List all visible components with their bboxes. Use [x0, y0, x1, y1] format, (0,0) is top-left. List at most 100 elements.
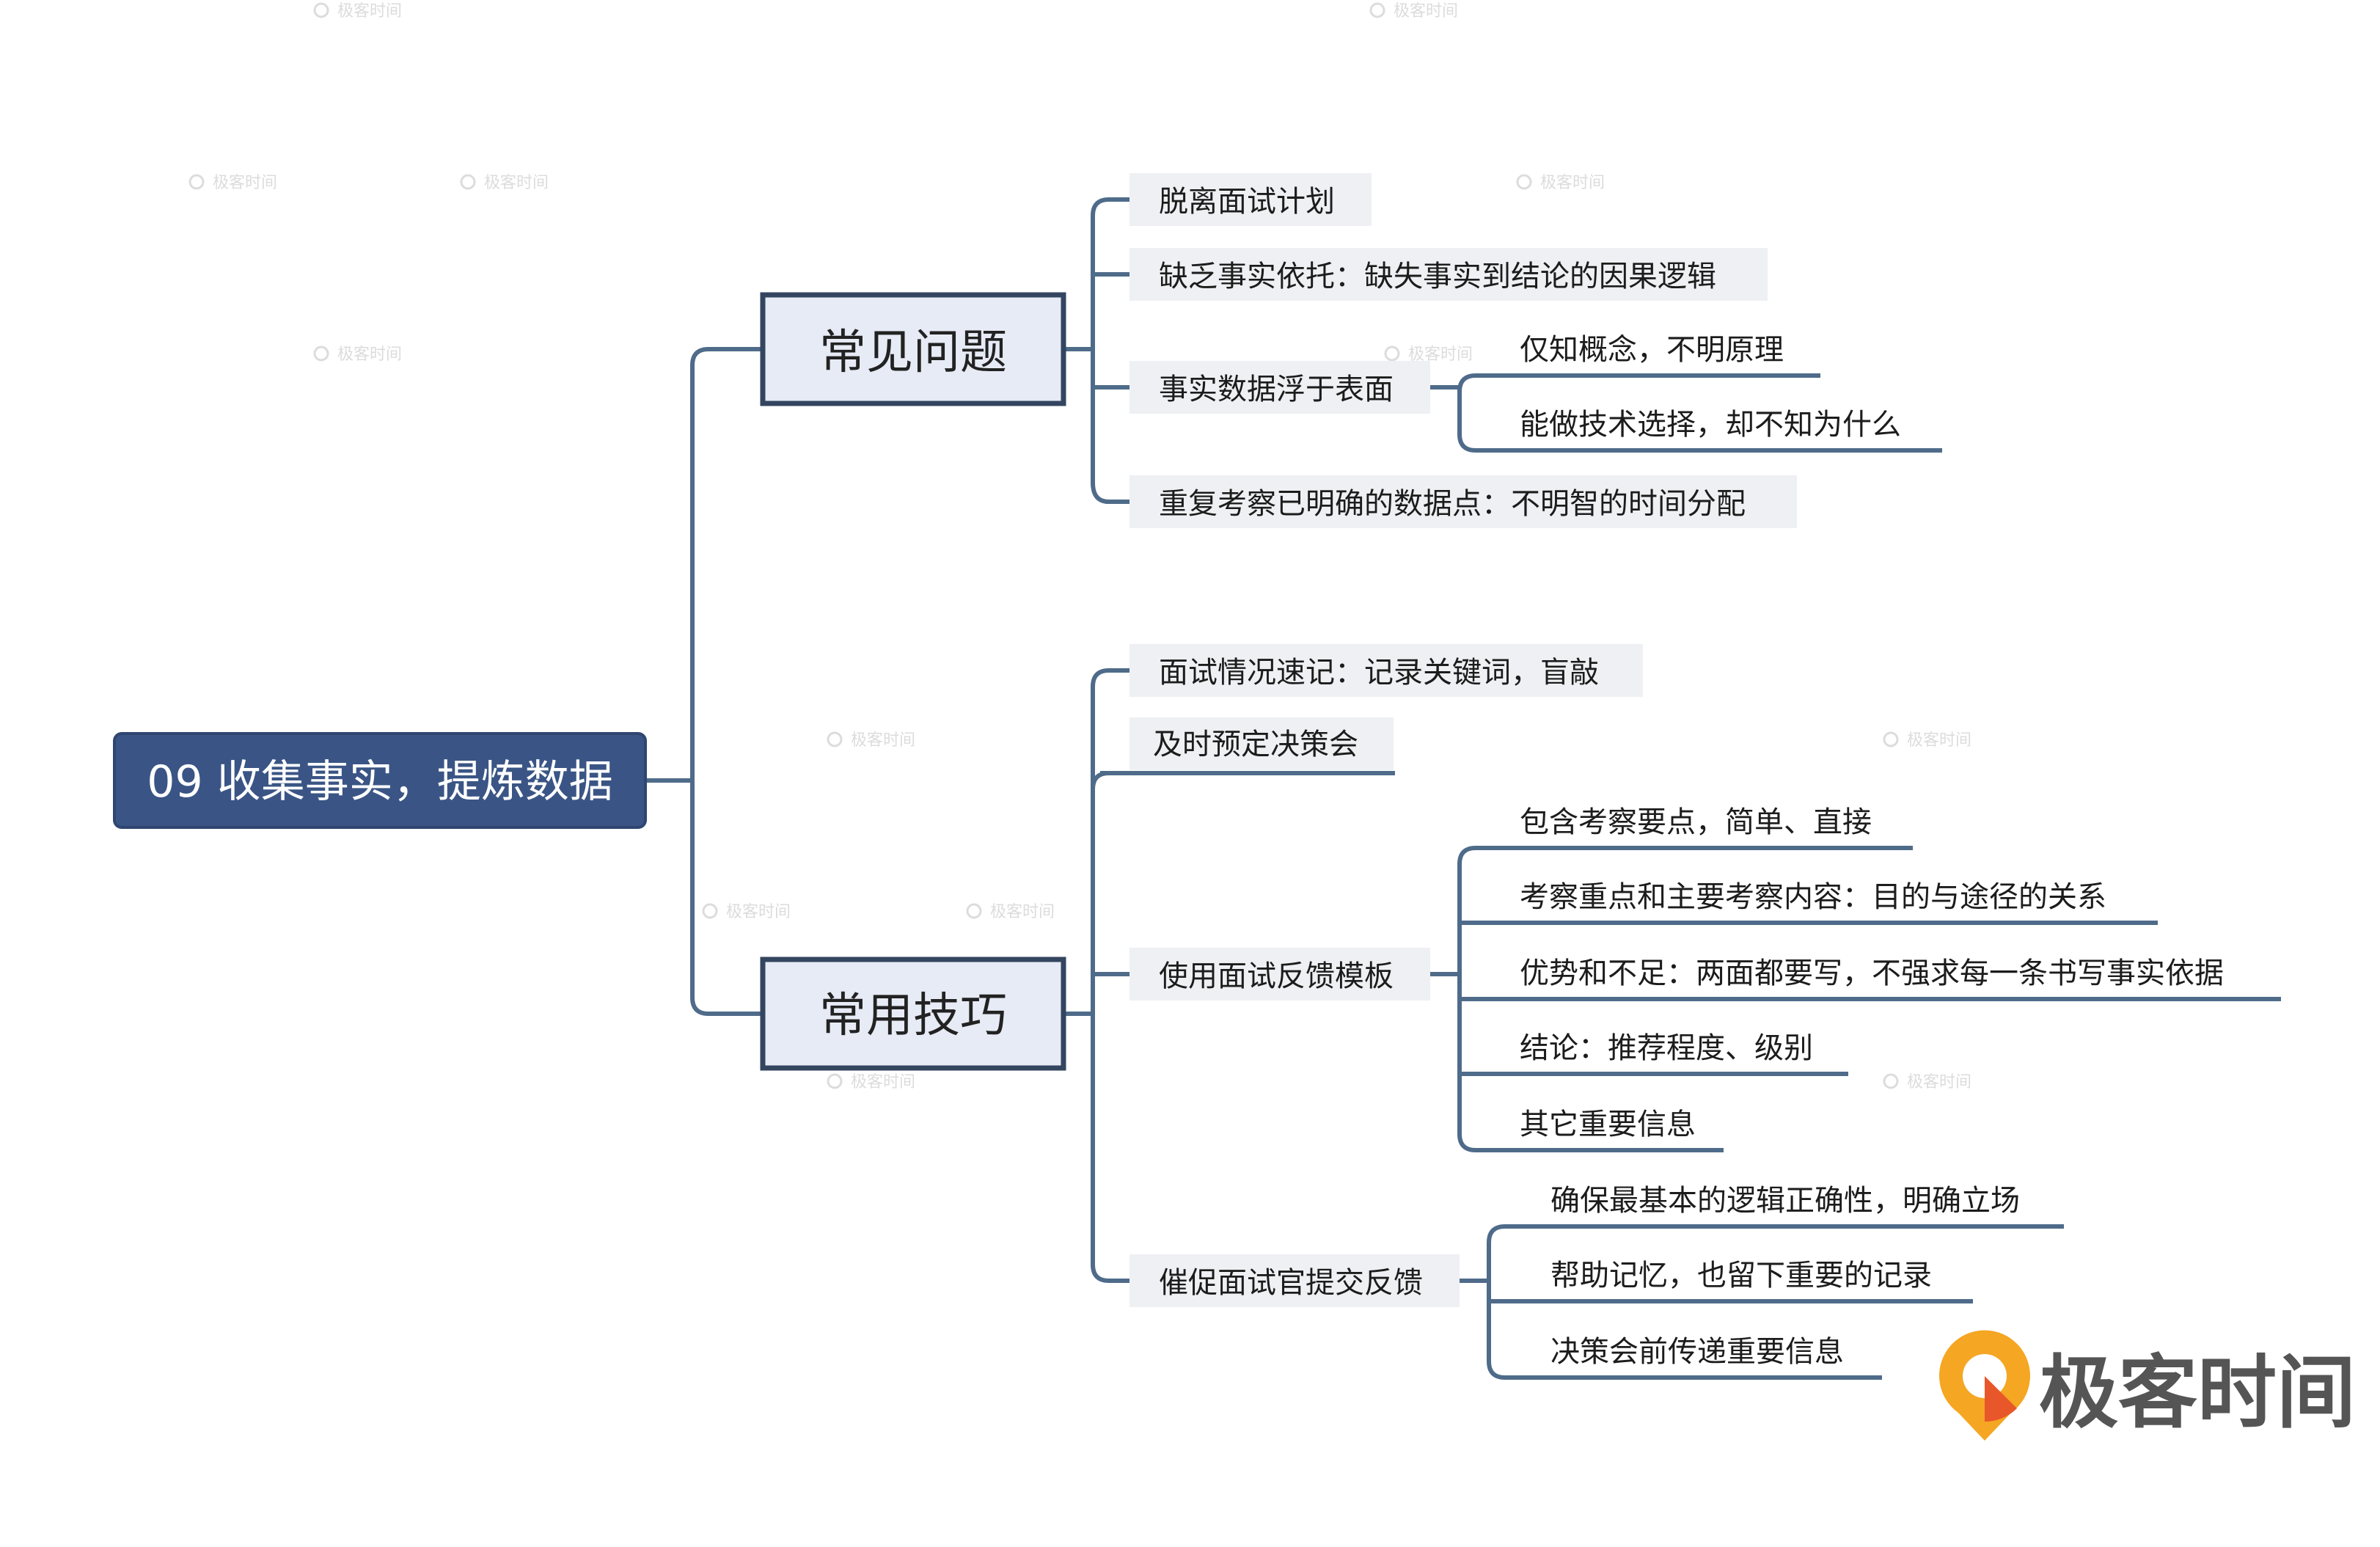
leaf-label: 考察重点和主要考察内容：目的与途径的关系: [1520, 880, 2106, 914]
watermark: 极客时间: [1384, 345, 1473, 364]
topic-label: 使用面试反馈模板: [1159, 959, 1394, 993]
branch-label: 常见问题: [819, 326, 1007, 380]
connector-line: [1091, 771, 1110, 790]
leaf-node[interactable]: 其它重要信息: [1489, 1108, 1724, 1152]
watermark: 极客时间: [313, 2, 402, 21]
watermark: 极客时间: [1369, 2, 1458, 21]
leaf-label: 帮助记忆，也留下重要的记录: [1550, 1259, 1932, 1292]
watermark: 极客时间: [827, 731, 915, 750]
watermark: 极客时间: [966, 903, 1055, 921]
watermark-text: 极客时间: [1907, 1073, 1971, 1091]
watermarks: 极客时间极客时间极客时间极客时间极客时间极客时间极客时间极客时间极客时间极客时间…: [188, 2, 1971, 1091]
topic-node[interactable]: 使用面试反馈模板: [1129, 948, 1430, 1001]
connector-line: [1091, 1264, 1129, 1283]
topic-label: 及时预定决策会: [1153, 728, 1358, 761]
connector-line: [1487, 1224, 1520, 1243]
watermark-icon: [702, 903, 718, 919]
topic-node[interactable]: 及时预定决策会: [1100, 717, 1395, 775]
leaf-node[interactable]: 考察重点和主要考察内容：目的与途径的关系: [1489, 880, 2158, 925]
root-label: 09 收集事实，提炼数据: [147, 756, 612, 808]
connector-line: [1091, 197, 1129, 216]
watermark-text: 极客时间: [1907, 731, 1971, 750]
watermark-icon: [966, 903, 982, 919]
leaf-label: 包含考察要点，简单、直接: [1520, 805, 1872, 839]
geektime-logo-icon: [1938, 1330, 2030, 1441]
watermark-icon: [1883, 1073, 1899, 1089]
topic-node[interactable]: 事实数据浮于表面: [1129, 361, 1430, 414]
leaf-node[interactable]: 优势和不足：两面都要写，不强求每一条书写事实依据: [1489, 957, 2281, 1001]
leaf-node[interactable]: 能做技术选择，却不知为什么: [1489, 408, 1942, 453]
leaf-node[interactable]: 决策会前传递重要信息: [1520, 1335, 1882, 1380]
leaf-label: 优势和不足：两面都要写，不强求每一条书写事实依据: [1520, 957, 2224, 990]
connector-line: [690, 347, 763, 780]
watermark: 极客时间: [460, 174, 549, 192]
watermark: 极客时间: [1516, 174, 1605, 192]
leaf-node[interactable]: 仅知概念，不明原理: [1489, 333, 1820, 378]
watermark-text: 极客时间: [1540, 174, 1605, 192]
watermark-icon: [188, 174, 205, 190]
watermark-icon: [1369, 2, 1385, 18]
watermark-icon: [1883, 731, 1899, 747]
root-node[interactable]: 09 收集事实，提炼数据: [113, 732, 647, 829]
connector-lines: [645, 197, 1520, 1380]
leaf-label: 仅知概念，不明原理: [1520, 333, 1784, 367]
watermark-text: 极客时间: [1408, 345, 1473, 364]
connector-line: [1091, 668, 1129, 687]
leaf-label: 能做技术选择，却不知为什么: [1520, 408, 1901, 442]
leaf-node[interactable]: 结论：推荐程度、级别: [1489, 1031, 1848, 1076]
topic-label: 缺乏事实依托：缺失事实到结论的因果逻辑: [1159, 260, 1716, 293]
logo-text: 极客时间: [2039, 1347, 2356, 1439]
watermark-text: 极客时间: [851, 1073, 915, 1091]
branch-label: 常用技巧: [819, 989, 1007, 1043]
connector-line: [1457, 846, 1489, 865]
leaf-label: 决策会前传递重要信息: [1550, 1335, 1844, 1369]
watermark: 极客时间: [827, 1073, 915, 1091]
topic-node[interactable]: 面试情况速记：记录关键词，盲敲: [1129, 644, 1643, 697]
leaf-label: 结论：推荐程度、级别: [1520, 1031, 1813, 1065]
branch-node-common-techniques[interactable]: 常用技巧: [760, 957, 1066, 1071]
branch-node-common-problems[interactable]: 常见问题: [760, 292, 1066, 406]
watermark: 极客时间: [702, 903, 791, 921]
topic-label: 脱离面试计划: [1159, 185, 1335, 219]
topic-node[interactable]: 催促面试官提交反馈: [1129, 1254, 1460, 1307]
topic-label: 事实数据浮于表面: [1159, 373, 1394, 406]
watermark: 极客时间: [1883, 731, 1971, 750]
connector-line: [1457, 387, 1489, 453]
watermark-icon: [1516, 174, 1532, 190]
topic-node[interactable]: 脱离面试计划: [1129, 173, 1372, 226]
watermark-text: 极客时间: [484, 174, 549, 192]
leaf-node[interactable]: 帮助记忆，也留下重要的记录: [1520, 1259, 1973, 1303]
leaf-node[interactable]: 确保最基本的逻辑正确性，明确立场: [1520, 1184, 2064, 1229]
topic-label: 面试情况速记：记录关键词，盲敲: [1159, 656, 1599, 690]
topic-node[interactable]: 重复考察已明确的数据点：不明智的时间分配: [1129, 475, 1797, 528]
leaf-node[interactable]: 包含考察要点，简单、直接: [1489, 805, 1913, 850]
geektime-logo: 极客时间: [1938, 1330, 2356, 1441]
watermark-text: 极客时间: [851, 731, 915, 750]
watermark-icon: [313, 345, 329, 362]
watermark-text: 极客时间: [213, 174, 277, 192]
leaf-label: 确保最基本的逻辑正确性，明确立场: [1550, 1184, 2020, 1218]
watermark-icon: [1384, 345, 1400, 362]
watermark: 极客时间: [188, 174, 277, 192]
connector-line: [1457, 1133, 1489, 1152]
watermark-icon: [827, 1073, 843, 1089]
leaf-label: 其它重要信息: [1520, 1108, 1696, 1141]
watermark-text: 极客时间: [1394, 2, 1458, 21]
connector-line: [690, 780, 763, 1016]
connector-line: [1487, 1361, 1520, 1380]
watermark: 极客时间: [1883, 1073, 1971, 1091]
watermark-text: 极客时间: [726, 903, 791, 921]
watermark-text: 极客时间: [990, 903, 1055, 921]
topic-node[interactable]: 缺乏事实依托：缺失事实到结论的因果逻辑: [1129, 248, 1768, 301]
topic-label: 重复考察已明确的数据点：不明智的时间分配: [1159, 487, 1746, 521]
watermark: 极客时间: [313, 345, 402, 364]
watermark-text: 极客时间: [337, 345, 402, 364]
watermark-icon: [827, 731, 843, 747]
connector-line: [1457, 373, 1489, 394]
connector-line: [1091, 482, 1129, 504]
topic-label: 催促面试官提交反馈: [1159, 1266, 1423, 1300]
watermark-text: 极客时间: [337, 2, 402, 21]
watermark-icon: [460, 174, 476, 190]
watermark-icon: [313, 2, 329, 18]
